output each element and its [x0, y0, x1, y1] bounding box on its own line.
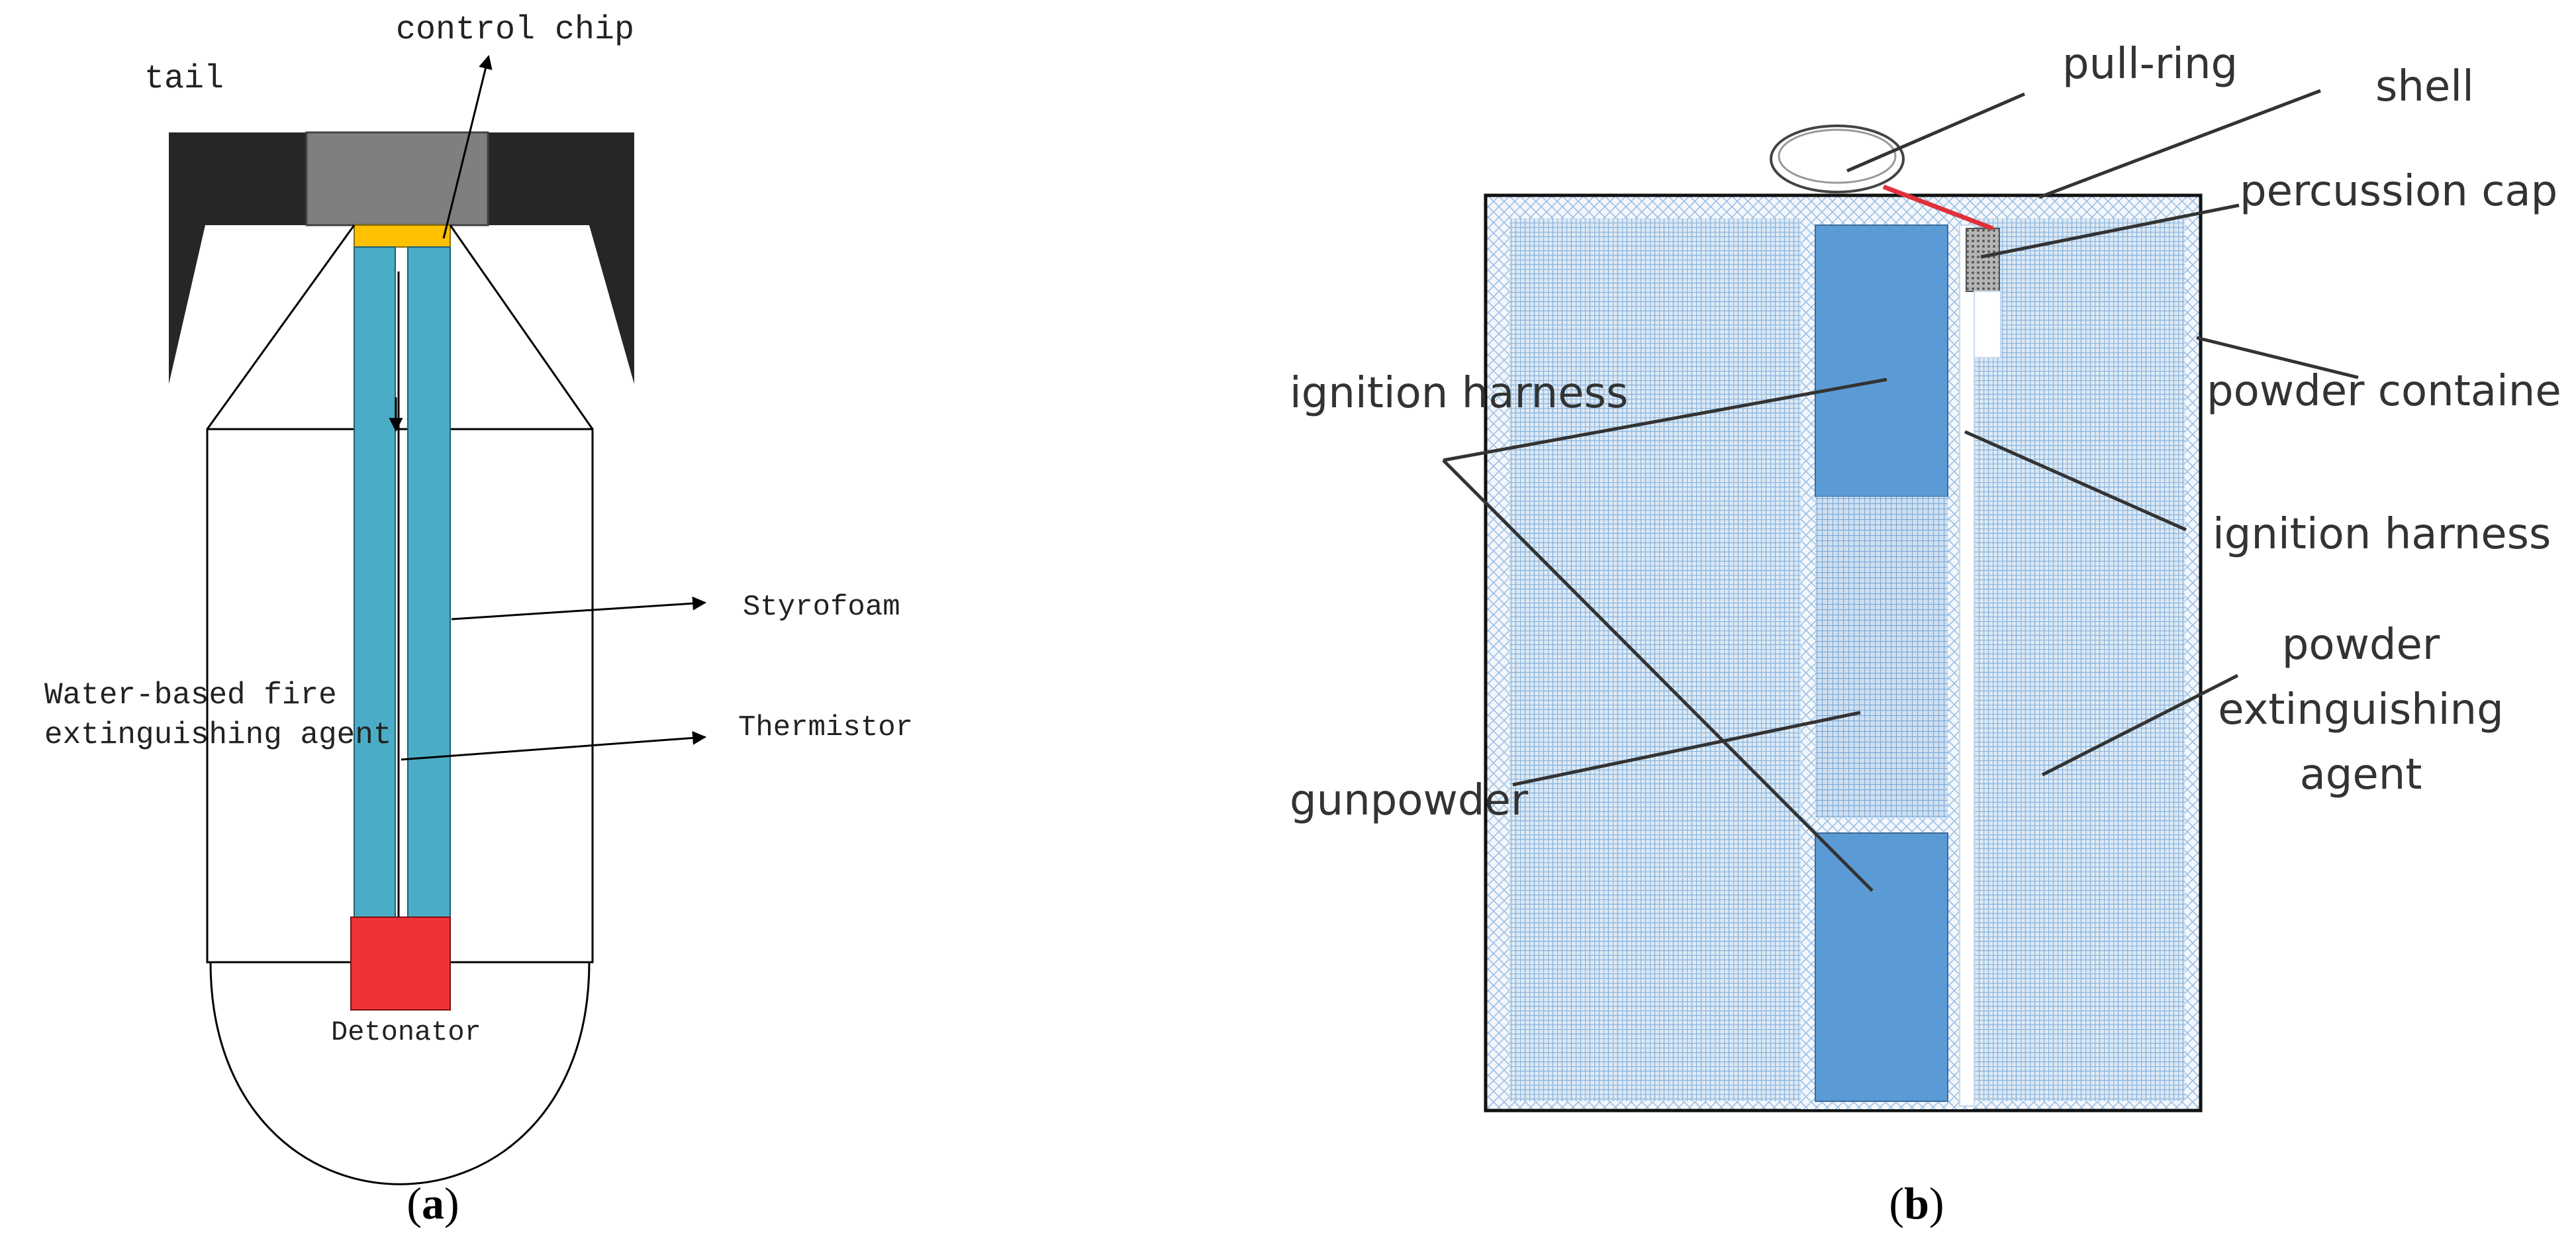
- agent-label-line2: extinguishing agent: [44, 718, 392, 752]
- powder-container-right: [1973, 219, 2185, 1101]
- caption-a: (a): [406, 1178, 459, 1228]
- detonator-label: Detonator: [331, 1017, 481, 1048]
- thermistor-label: Thermistor: [738, 711, 913, 744]
- ignition-harness-left-leader-b: [1442, 459, 1874, 892]
- ignition-harness-upper: [1815, 224, 1948, 497]
- control-chip-label: control chip: [396, 11, 634, 49]
- tail-fin-left: [169, 132, 308, 384]
- ignition-harness-lower: [1815, 832, 1948, 1102]
- pull-ring-inner: [1778, 128, 1897, 184]
- ignition-harness-left-label: ignition harness: [1290, 369, 1628, 418]
- percussion-cap: [1966, 228, 2000, 292]
- control-chip-pointer: [442, 54, 493, 239]
- percussion-cap-base: [1974, 291, 2001, 358]
- gunpowder-label: gunpowder: [1290, 776, 1529, 825]
- thermistor-arrow: [401, 730, 707, 761]
- detonator: [350, 917, 451, 1011]
- panel-a: tail control chip Styrofoam Water-based …: [44, 11, 913, 1228]
- shell-leader: [2038, 89, 2321, 199]
- caption-b: (b): [1889, 1178, 1944, 1228]
- control-chip: [305, 131, 489, 226]
- pull-ring-label: pull-ring: [2062, 40, 2238, 89]
- cone-right: [449, 224, 594, 430]
- styrofoam-label: Styrofoam: [743, 591, 900, 624]
- powder-container-leader: [2196, 336, 2359, 379]
- styrofoam-arrow: [451, 596, 707, 620]
- cone-left: [206, 224, 356, 430]
- agent-label-line1: Water-based fire: [44, 678, 337, 713]
- powder-agent-line1: powder: [2282, 620, 2440, 670]
- styrofoam-tube-right: [407, 246, 451, 918]
- styrofoam-tube-left: [354, 246, 396, 918]
- ignition-harness-strip: [1959, 224, 1975, 1107]
- powder-agent-leader: [2041, 673, 2239, 777]
- shell-label: shell: [2375, 62, 2474, 111]
- panel-b: pull-ring shell percussion cap ignition …: [1290, 40, 2561, 1228]
- ignition-harness-right-leader: [1964, 430, 2187, 532]
- gunpowder-leader: [1512, 711, 1861, 787]
- percussion-cap-label: percussion cap: [2240, 167, 2557, 216]
- chip-base: [354, 224, 451, 248]
- nose-dome: [209, 962, 591, 1185]
- powder-agent-line3: agent: [2300, 750, 2422, 799]
- pull-ring: [1770, 124, 1905, 193]
- gunpowder-block: [1815, 497, 1948, 818]
- pull-ring-wire: [1882, 184, 1994, 231]
- tail-fin-right: [487, 132, 634, 384]
- ignition-harness-left-leader-a: [1443, 377, 1887, 462]
- tail-label: tail: [144, 60, 224, 98]
- percussion-cap-leader: [1980, 203, 2240, 259]
- ignition-harness-right-label: ignition harness: [2213, 510, 2551, 559]
- pull-ring-leader: [1846, 92, 2025, 173]
- powder-agent-line2: extinguishing: [2218, 685, 2503, 734]
- powder-container-left: [1509, 219, 1801, 1101]
- powder-container-label: powder containe: [2207, 367, 2561, 416]
